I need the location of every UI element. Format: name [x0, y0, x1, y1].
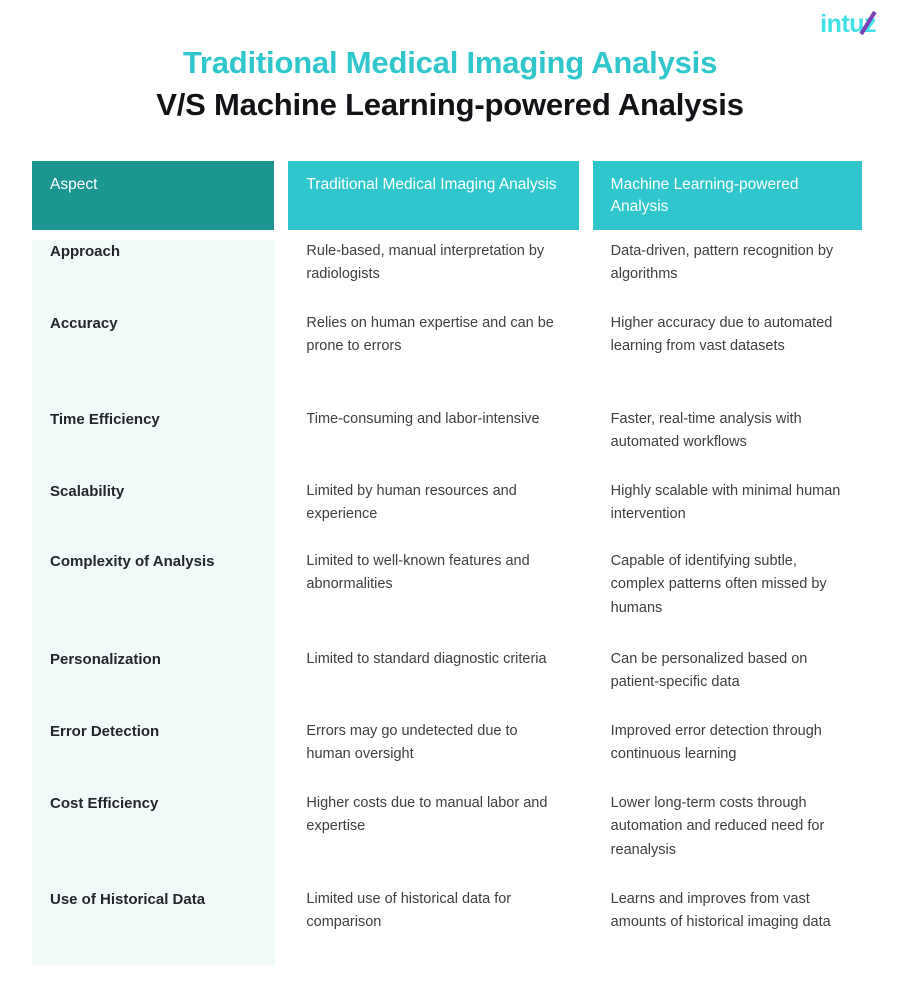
- table-header-row: Aspect Traditional Medical Imaging Analy…: [32, 161, 862, 230]
- table-row: Time Efficiency Time-consuming and labor…: [32, 408, 862, 480]
- page-title-line1: Traditional Medical Imaging Analysis: [182, 45, 718, 80]
- table-row: Complexity of Analysis Limited to well-k…: [32, 550, 862, 648]
- cell-traditional-historical-data: Limited use of historical data for compa…: [306, 891, 512, 931]
- cell-ml-time-efficiency: Faster, real-time analysis with automate…: [610, 411, 802, 451]
- table-row: Approach Rule-based, manual interpretati…: [32, 240, 862, 312]
- row-label-accuracy: Accuracy: [50, 315, 118, 332]
- intuz-logo: intu z: [820, 10, 877, 38]
- cell-traditional-approach: Rule-based, manual interpretation by rad…: [306, 243, 545, 283]
- cell-ml-scalability: Highly scalable with minimal human inter…: [610, 483, 841, 523]
- table-row: Use of Historical Data Limited use of hi…: [32, 888, 862, 966]
- cell-traditional-cost-efficiency: Higher costs due to manual labor and exp…: [306, 795, 548, 835]
- cell-traditional-time-efficiency: Time-consuming and labor-intensive: [306, 411, 540, 427]
- cell-ml-complexity: Capable of identifying subtle, complex p…: [610, 553, 827, 616]
- cell-ml-accuracy: Higher accuracy due to automated learnin…: [610, 315, 833, 355]
- row-label-personalization: Personalization: [50, 651, 161, 668]
- table-row: Personalization Limited to standard diag…: [32, 648, 862, 720]
- column-header-machine-learning: Machine Learning-powered Analysis: [592, 161, 862, 230]
- row-label-use-of-historical-data: Use of Historical Data: [50, 891, 206, 908]
- aspect-column-background: [32, 240, 275, 966]
- cell-ml-cost-efficiency: Lower long-term costs through automation…: [610, 795, 825, 858]
- row-label-scalability: Scalability: [50, 483, 125, 500]
- cell-ml-approach: Data-driven, pattern recognition by algo…: [610, 243, 834, 283]
- cell-ml-personalization: Can be personalized based on patient-spe…: [610, 651, 808, 691]
- row-label-cost-efficiency: Cost Efficiency: [50, 795, 159, 812]
- column-header-traditional: Traditional Medical Imaging Analysis: [288, 161, 579, 230]
- table-row: Error Detection Errors may go undetected…: [32, 720, 862, 792]
- cell-ml-error-detection: Improved error detection through continu…: [610, 723, 822, 763]
- column-header-aspect: Aspect: [32, 161, 275, 230]
- row-label-approach: Approach: [50, 243, 121, 260]
- cell-traditional-accuracy: Relies on human expertise and can be pro…: [306, 315, 554, 355]
- page-title: Traditional Medical Imaging Analysis V/S…: [0, 42, 900, 126]
- cell-traditional-complexity: Limited to well-known features and abnor…: [306, 553, 530, 593]
- cell-traditional-scalability: Limited by human resources and experienc…: [306, 483, 517, 523]
- table-row: Accuracy Relies on human expertise and c…: [32, 312, 862, 408]
- page-title-line2: V/S Machine Learning-powered Analysis: [156, 86, 744, 122]
- logo-wordmark: intu: [820, 10, 864, 38]
- comparison-table: Aspect Traditional Medical Imaging Analy…: [32, 161, 862, 966]
- table-row: Cost Efficiency Higher costs due to manu…: [32, 792, 862, 888]
- table-row: Scalability Limited by human resources a…: [32, 480, 862, 550]
- logo-z-letter: z: [859, 10, 877, 37]
- cell-ml-historical-data: Learns and improves from vast amounts of…: [610, 891, 831, 931]
- row-label-complexity-of-analysis: Complexity of Analysis: [50, 553, 215, 570]
- row-label-error-detection: Error Detection: [50, 723, 160, 740]
- row-label-time-efficiency: Time Efficiency: [50, 411, 160, 428]
- cell-traditional-personalization: Limited to standard diagnostic criteria: [306, 651, 547, 667]
- table-body: Approach Rule-based, manual interpretati…: [32, 240, 862, 966]
- cell-traditional-error-detection: Errors may go undetected due to human ov…: [306, 723, 518, 763]
